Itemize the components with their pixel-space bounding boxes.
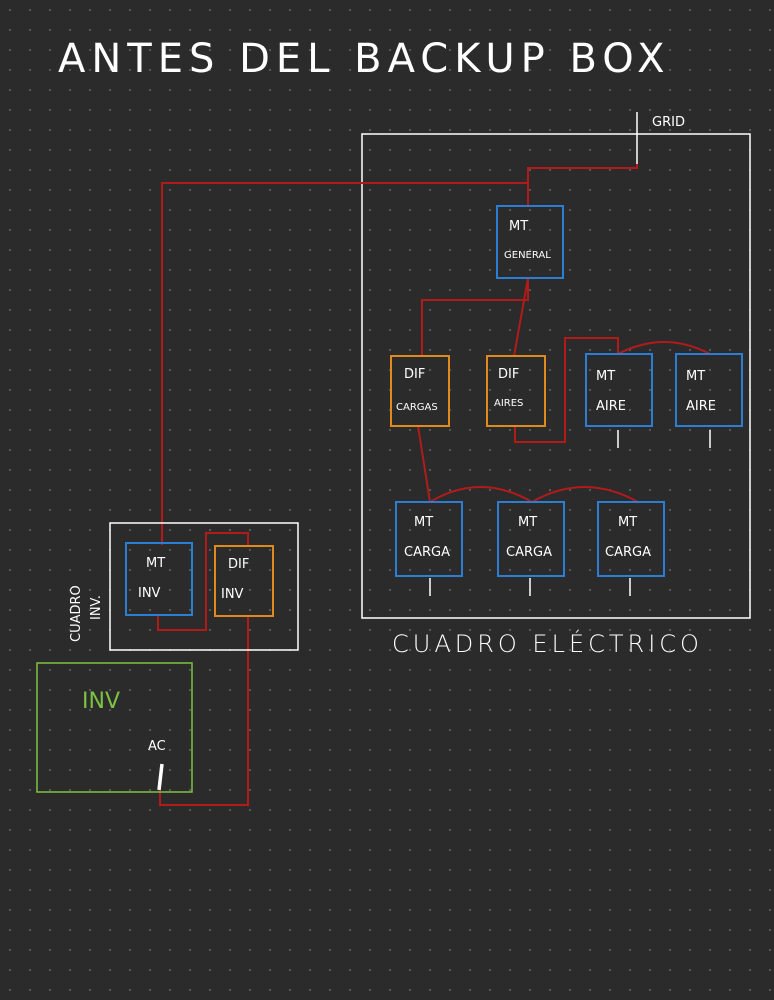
- svg-text:DIF: DIF: [404, 367, 425, 382]
- wire-general-to-dif-cargas: [421, 278, 529, 356]
- svg-text:CARGA: CARGA: [605, 545, 651, 560]
- svg-text:CARGA: CARGA: [404, 545, 450, 560]
- breaker-mt-aire-2: MT AIRE: [675, 353, 743, 448]
- svg-text:DIF: DIF: [228, 557, 249, 572]
- wire-mt-carga-bridge-2: [531, 486, 639, 503]
- svg-text:GENERAL: GENERAL: [504, 250, 551, 261]
- svg-text:MT: MT: [509, 219, 528, 234]
- breaker-mt-aire-1: MT AIRE: [585, 353, 653, 448]
- svg-text:MT: MT: [596, 369, 615, 384]
- grid-label: GRID: [652, 115, 685, 130]
- svg-text:INV: INV: [138, 586, 161, 601]
- wire-mt-carga-bridge-1: [429, 486, 533, 503]
- cuadro-electrico-frame: [361, 133, 751, 619]
- page-title: ANTES DEL BACKUP BOX: [58, 36, 671, 82]
- breaker-dif-cargas: DIF CARGAS: [390, 355, 450, 427]
- inverter-box: INV AC: [36, 662, 193, 793]
- breaker-mt-carga-3: MT CARGA: [597, 501, 665, 596]
- svg-text:MT: MT: [618, 515, 637, 530]
- svg-text:AIRE: AIRE: [596, 399, 626, 414]
- cuadro-electrico-label: CUADRO ELÉCTRICO: [392, 629, 703, 658]
- wire-mt-aire-bridge: [617, 341, 711, 355]
- wire-dif-inv-to-inverter: [159, 616, 249, 806]
- wire-dif-aires-to-mt-aire: [514, 337, 619, 443]
- breaker-mt-inv: MT INV: [125, 542, 193, 616]
- ac-terminal: [157, 763, 164, 791]
- wire-grid-to-mt-inv: [161, 182, 528, 545]
- wire-grid-main: [527, 164, 638, 206]
- svg-text:DIF: DIF: [498, 367, 519, 382]
- svg-text:MT: MT: [414, 515, 433, 530]
- svg-text:AIRES: AIRES: [494, 398, 523, 409]
- cuadro-inv-frame: [109, 522, 299, 651]
- breaker-mt-general: MT GENERAL: [496, 205, 564, 279]
- svg-text:CARGAS: CARGAS: [396, 402, 438, 413]
- svg-text:CARGA: CARGA: [506, 545, 552, 560]
- breaker-mt-carga-2: MT CARGA: [497, 501, 565, 596]
- wire-mt-inv-to-dif-inv: [157, 532, 249, 631]
- svg-text:INV: INV: [221, 587, 244, 602]
- cuadro-inv-label: CUADRO INV.: [69, 585, 104, 642]
- svg-text:CUADRO: CUADRO: [69, 585, 84, 642]
- svg-text:MT: MT: [686, 369, 705, 384]
- svg-text:INV.: INV.: [89, 595, 104, 620]
- breaker-mt-carga-1: MT CARGA: [395, 501, 463, 596]
- breaker-dif-inv: DIF INV: [214, 545, 274, 617]
- inverter-label: INV: [82, 689, 120, 714]
- breaker-dif-aires: DIF AIRES: [486, 355, 546, 427]
- wire-dif-cargas-to-mt-carga: [417, 425, 431, 503]
- svg-text:MT: MT: [518, 515, 537, 530]
- svg-text:AIRE: AIRE: [686, 399, 716, 414]
- svg-text:MT: MT: [146, 556, 165, 571]
- wire-general-to-dif-aires: [513, 277, 529, 357]
- ac-label: AC: [148, 739, 166, 754]
